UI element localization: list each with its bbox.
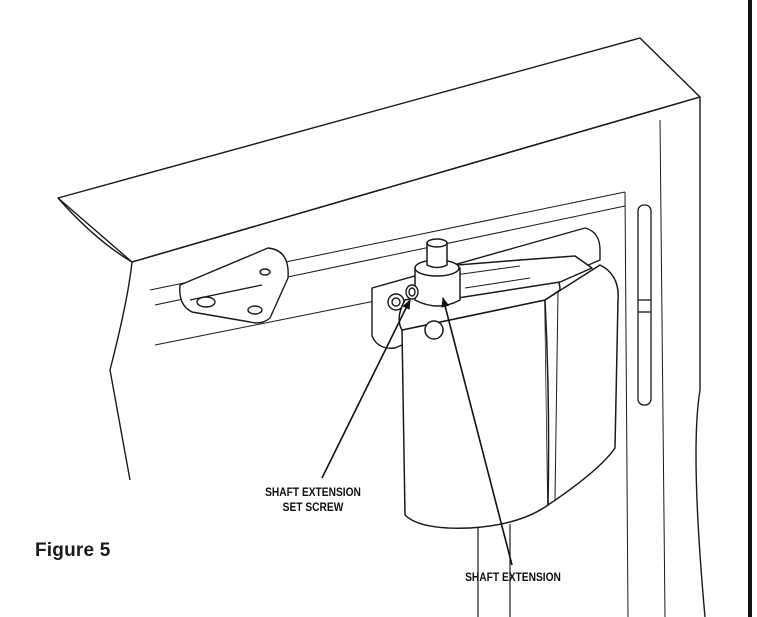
set-screw-label: SHAFT EXTENSION SET SCREW	[241, 485, 386, 515]
door-leaf	[477, 524, 511, 617]
figure-caption: Figure 5	[35, 540, 111, 561]
leader-lines	[321, 297, 513, 566]
set-screw-label-line2: SET SCREW	[282, 500, 344, 514]
hinge	[637, 204, 652, 406]
set-screw-leader	[321, 299, 411, 479]
stop-bracket	[179, 247, 289, 324]
closer-body	[398, 255, 619, 529]
set-screw	[405, 284, 419, 300]
shaft-extension-label-text: SHAFT EXTENSION	[465, 570, 561, 584]
page-rule	[748, 0, 752, 617]
set-screw-label-line1: SHAFT EXTENSION	[265, 485, 361, 499]
shaft-extension	[414, 238, 461, 307]
shaft-extension-label: SHAFT EXTENSION	[441, 570, 586, 585]
shaft-extension-leader	[441, 297, 513, 566]
